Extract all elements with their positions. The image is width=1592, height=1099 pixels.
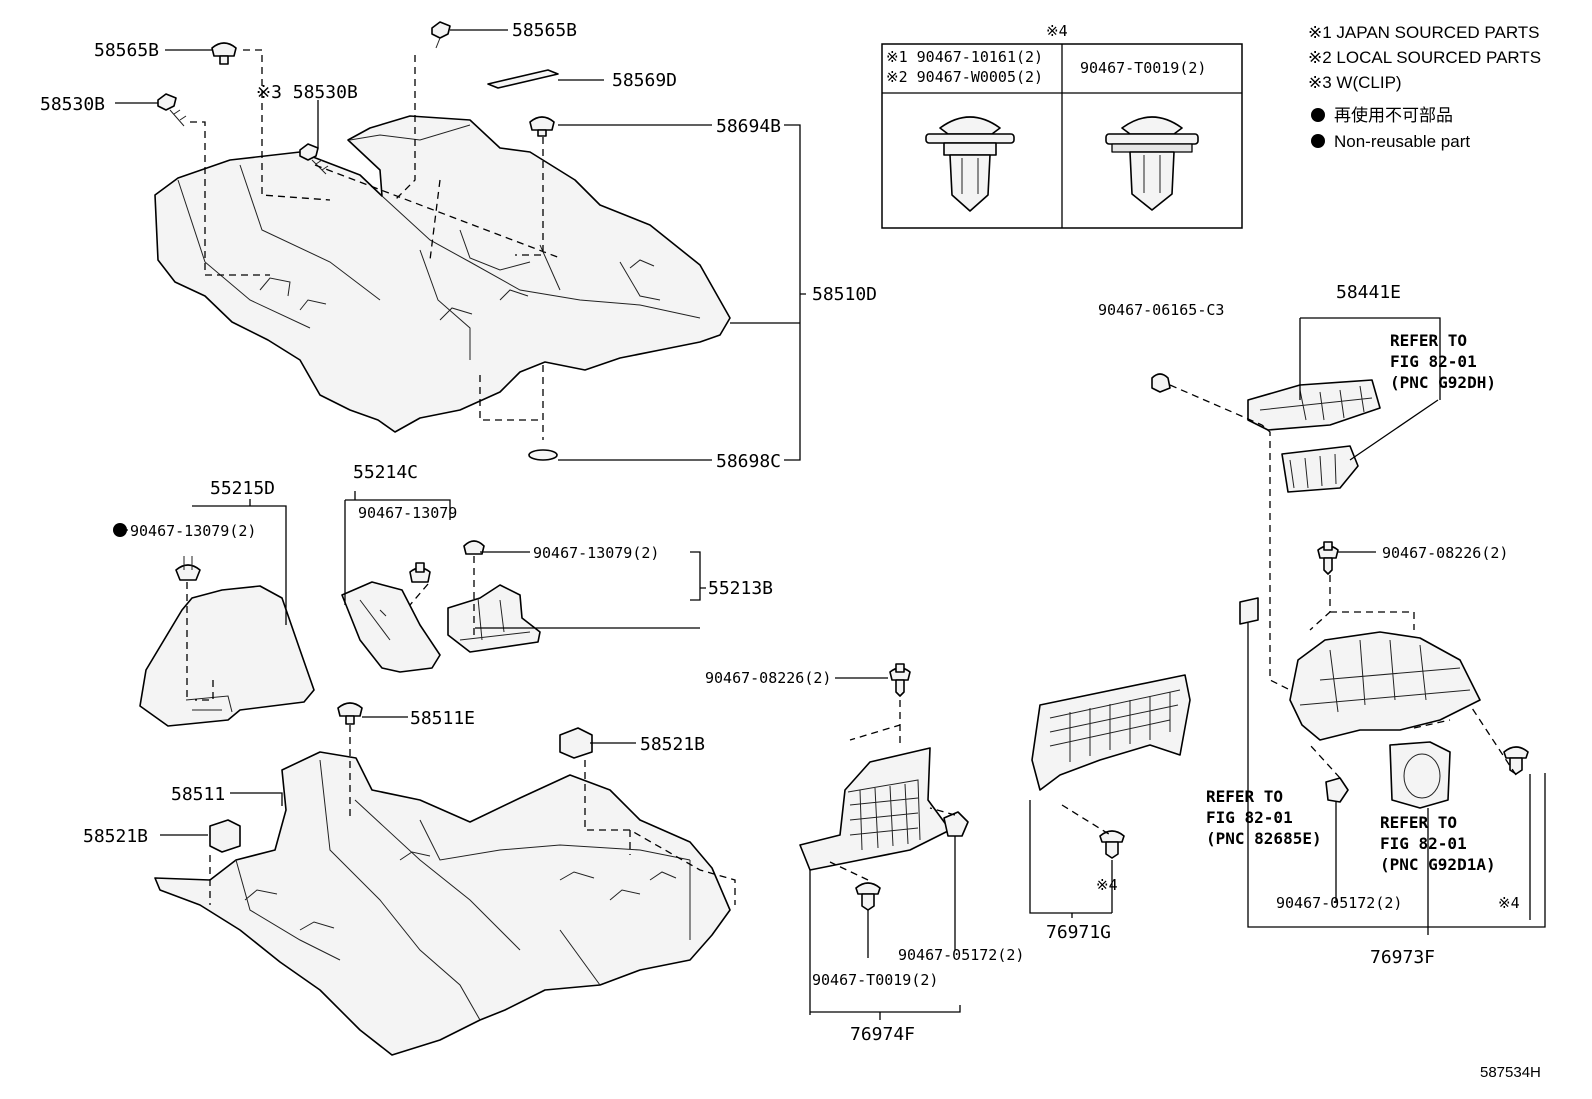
screw-58565b-top xyxy=(431,21,451,49)
label-90467-13079: 90467-13079(2) xyxy=(533,544,659,562)
clip-90467-05172-a xyxy=(943,811,969,837)
label-76971g: 76971G xyxy=(1046,922,1111,943)
label-58569d: 58569D xyxy=(612,70,677,91)
label-58510d: 58510D xyxy=(812,284,877,305)
clip-90467-13079-c xyxy=(463,540,485,555)
label-58511e: 58511E xyxy=(410,708,475,729)
pad-82685e xyxy=(1239,597,1259,625)
legend-non-reusable-jp: 再使用不可部品 xyxy=(1334,105,1453,125)
trim-76973f xyxy=(1289,631,1481,741)
label-90467-08226: 90467-08226(2) xyxy=(1382,544,1508,562)
label-58530b: 58530B xyxy=(40,94,105,115)
label-90467-05172: 90467-05172(2) xyxy=(1276,894,1402,912)
label-mark4: ※4 xyxy=(1498,894,1520,912)
legend-local-sourced: ※2 LOCAL SOURCED PARTS xyxy=(1308,48,1541,67)
clip-90467-05172-b xyxy=(1325,777,1349,803)
trim-76974f xyxy=(799,747,951,871)
pad-58698c xyxy=(528,449,558,461)
label-58565b: 58565B xyxy=(512,20,577,41)
clip-table: ※4 ※1 90467-10161(2) ※2 90467-W0005(2) 9… xyxy=(881,22,1243,229)
label-55215d: 55215D xyxy=(210,478,275,499)
clip-90467-13079-a xyxy=(175,556,201,581)
legend-w-clip: ※3 W(CLIP) xyxy=(1308,73,1402,92)
clip-push-76971g xyxy=(1099,830,1125,859)
label-90467-08226: 90467-08226(2) xyxy=(705,669,831,687)
bracket-55213b xyxy=(447,584,541,653)
diagram-code: 587534H xyxy=(1480,1064,1541,1081)
part-labels: 58565B 58565B 58530B ※3 58530B 58569D 58… xyxy=(40,20,1541,1081)
clip-90467-08226-a xyxy=(889,663,911,697)
label-58530b-wclip: ※3 58530B xyxy=(256,82,358,103)
clip-90467-13079-b xyxy=(409,562,431,583)
refer-82685e-line2: FIG 82-01 xyxy=(1206,808,1293,827)
refer-82685e-line1: REFER TO xyxy=(1206,787,1283,806)
legend: ※1 JAPAN SOURCED PARTS ※2 LOCAL SOURCED … xyxy=(1308,23,1541,151)
refer-g92d1a-line2: FIG 82-01 xyxy=(1380,834,1467,853)
pad-58569d xyxy=(487,69,559,89)
clip-table-mark: ※4 xyxy=(1046,22,1068,40)
refer-g92dh-line3: (PNC G92DH) xyxy=(1390,373,1496,392)
trim-58441e xyxy=(1247,379,1381,431)
non-reusable-bullet-icon xyxy=(113,523,127,537)
label-58698c: 58698C xyxy=(716,451,781,472)
push-clip-icon xyxy=(925,116,1015,212)
label-90467-13079: 90467-13079(2) xyxy=(130,522,256,540)
clip-90467-06165 xyxy=(1151,373,1171,393)
pad-58521b-left xyxy=(209,819,241,853)
floor-carpet-58511 xyxy=(154,751,731,1056)
refer-82685e-line3: (PNC 82685E) xyxy=(1206,829,1322,848)
refer-g92dh-line1: REFER TO xyxy=(1390,331,1467,350)
clip-90467-08226-b xyxy=(1317,541,1339,575)
floor-carpet-58510d xyxy=(154,115,731,433)
clip-table-clip-part: 90467-T0019(2) xyxy=(1080,59,1206,77)
clip-58694b xyxy=(529,116,555,137)
grommet-58565b-left xyxy=(211,42,237,65)
label-90467-06165-c3: 90467-06165-C3 xyxy=(1098,301,1224,319)
bullet-icon xyxy=(1311,134,1325,148)
clip-58511e xyxy=(337,702,363,725)
clip-58530b-left xyxy=(157,93,187,127)
legend-japan-sourced: ※1 JAPAN SOURCED PARTS xyxy=(1308,23,1540,42)
refer-g92dh-line2: FIG 82-01 xyxy=(1390,352,1477,371)
label-55213b: 55213B xyxy=(708,578,773,599)
label-58565b: 58565B xyxy=(94,40,159,61)
clip-table-japan-part: ※1 90467-10161(2) xyxy=(886,48,1043,66)
clip-table-local-part: ※2 90467-W0005(2) xyxy=(886,68,1043,86)
label-58694b: 58694B xyxy=(716,116,781,137)
cover-g92dh xyxy=(1281,445,1359,493)
label-58511: 58511 xyxy=(171,784,225,805)
clip-push-76973f xyxy=(1503,746,1529,775)
refer-g92d1a-line1: REFER TO xyxy=(1380,813,1457,832)
label-90467-13079: 90467-13079 xyxy=(358,504,457,522)
label-58521b: 58521B xyxy=(83,826,148,847)
trim-76971g xyxy=(1031,674,1191,791)
legend-non-reusable-en: Non-reusable part xyxy=(1334,132,1470,151)
label-76974f: 76974F xyxy=(850,1024,915,1045)
label-58521b: 58521B xyxy=(640,734,705,755)
clip-90467-t0019-a xyxy=(855,882,881,911)
cover-55214c xyxy=(341,581,441,673)
label-76973f: 76973F xyxy=(1370,947,1435,968)
label-mark4: ※4 xyxy=(1096,876,1118,894)
bullet-icon xyxy=(1311,108,1325,122)
panel-55215d xyxy=(139,585,315,727)
cover-g92d1a xyxy=(1389,741,1451,809)
label-58441e: 58441E xyxy=(1336,282,1401,303)
push-clip-icon xyxy=(1105,116,1199,211)
pad-58521b-top xyxy=(559,727,593,759)
label-90467-t0019: 90467-T0019(2) xyxy=(812,971,938,989)
label-90467-05172: 90467-05172(2) xyxy=(898,946,1024,964)
refer-g92d1a-line3: (PNC G92D1A) xyxy=(1380,855,1496,874)
label-55214c: 55214C xyxy=(353,462,418,483)
